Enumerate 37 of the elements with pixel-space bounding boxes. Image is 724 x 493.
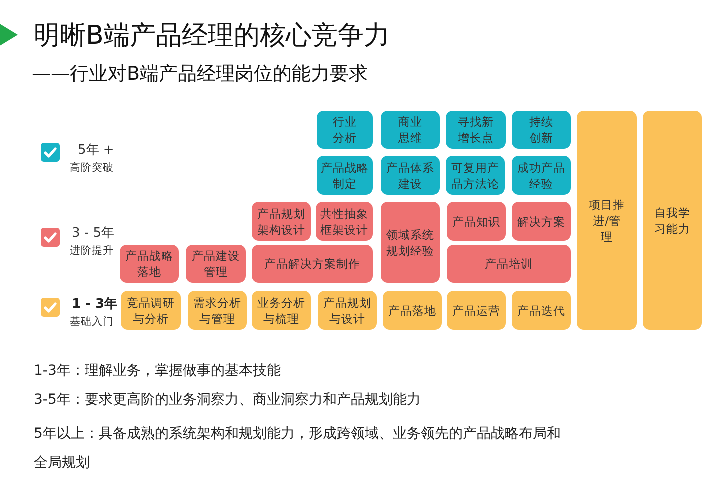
note-text: 5年以上：具备成熟的系统架构和规划能力，形成跨领域、业务领先的产品战略布局和全局规划 — [34, 425, 562, 473]
skill-box: 项目推进/管理 — [577, 111, 637, 330]
level-caption: 高阶突破 — [70, 162, 114, 176]
skill-box: 业务分析与梳理 — [252, 291, 311, 330]
skill-box: 产品落地 — [383, 291, 442, 330]
skill-box: 行业分析 — [317, 111, 373, 149]
skill-box: 领域系统规划经验 — [381, 202, 440, 283]
skill-box: 产品解决方案制作 — [252, 245, 373, 283]
skill-box: 产品迭代 — [512, 291, 571, 330]
skill-box: 可复用产品方法论 — [446, 156, 505, 195]
level-label: 1 - 3年 — [72, 297, 118, 314]
skill-box: 产品知识 — [447, 202, 506, 241]
title: 明晰B端产品经理的核心竞争力 — [34, 20, 390, 53]
skill-box: 共性抽象框架设计 — [316, 202, 373, 241]
note-text: 3-5年：要求更高阶的业务洞察力、商业洞察力和产品规划能力 — [34, 391, 421, 410]
skill-box: 产品培训 — [447, 245, 571, 283]
skill-box: 产品规划与设计 — [318, 291, 377, 330]
skill-box: 成功产品经验 — [512, 156, 571, 195]
skill-box: 产品规划架构设计 — [252, 202, 311, 241]
skill-box: 解决方案 — [512, 202, 571, 241]
level-label: 5年 + — [78, 143, 114, 160]
skill-box: 产品战略制定 — [317, 156, 373, 195]
skill-box: 产品体系建设 — [381, 156, 440, 195]
skill-box: 自我学习能力 — [643, 111, 702, 330]
skill-box: 产品建设管理 — [186, 245, 246, 283]
skill-box: 产品战略落地 — [120, 245, 179, 283]
level-label: 3 - 5年 — [72, 226, 114, 243]
skill-box: 寻找新增长点 — [446, 111, 506, 149]
skill-box: 需求分析与管理 — [188, 291, 247, 330]
note-text: 1-3年：理解业务，掌握做事的基本技能 — [34, 362, 281, 380]
skill-box: 持续创新 — [512, 111, 571, 149]
subtitle: ——行业对B端产品经理岗位的能力要求 — [32, 62, 368, 87]
skill-box: 产品运营 — [447, 291, 506, 330]
level-caption: 基础入门 — [70, 316, 114, 330]
skill-box: 商业思维 — [381, 111, 440, 149]
level-label: 进阶提升 — [70, 245, 114, 259]
skill-box: 竞品调研与分析 — [121, 291, 181, 330]
